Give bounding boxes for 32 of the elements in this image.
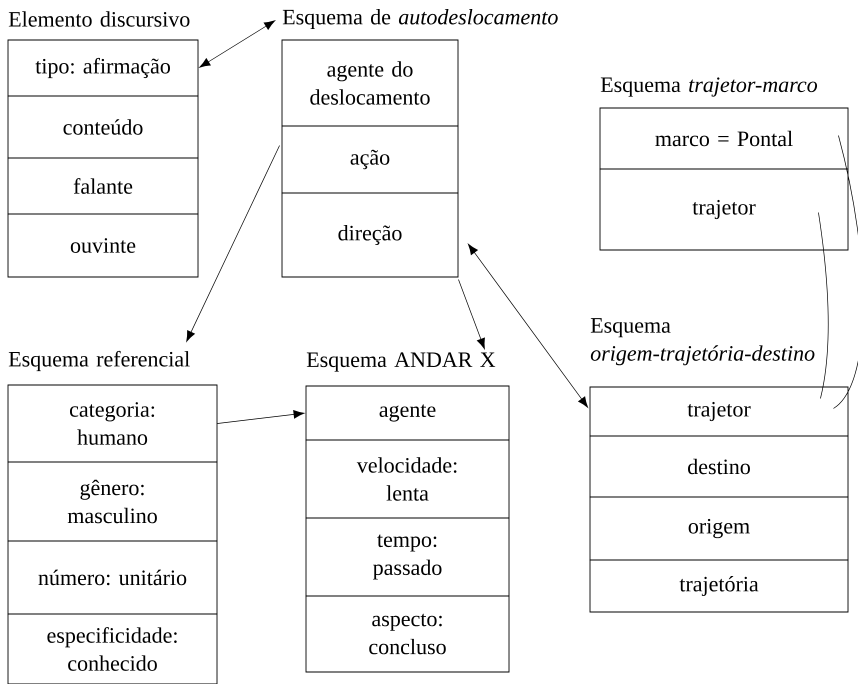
slot-box: gênero: masculino [8, 462, 218, 542]
slot-box: trajetor [600, 168, 848, 250]
arrow [468, 244, 588, 408]
slot-box: trajetor [590, 386, 848, 436]
slot-box: agente [306, 386, 510, 440]
slot-box: número: unitário [8, 540, 218, 614]
slot-box: tipo: afirmação [8, 40, 198, 96]
schema-heading: Esquema trajetor-marco [600, 77, 818, 97]
arrow [186, 145, 280, 342]
slot-box: direção [282, 192, 458, 278]
slot-box: trajetória [590, 560, 848, 612]
slot-box: aspecto: concluso [306, 596, 510, 672]
arrow [199, 20, 276, 68]
slot-box: velocidade: lenta [306, 440, 510, 518]
arrow [458, 279, 485, 350]
slot-box: categoria: humano [8, 384, 218, 462]
slot-box: agente do deslocamento [282, 40, 458, 126]
schema-heading: Esquema referencial [8, 350, 190, 372]
schema-heading: Elemento discursivo [8, 11, 190, 27]
schema-heading: Esquema de autodeslocamento [282, 9, 558, 29]
schema-heading: Esquema ANDAR X [306, 352, 496, 372]
slot-box: especificidade: conhecido [8, 614, 218, 684]
arrow [217, 410, 304, 424]
slot-box: destino [590, 436, 848, 498]
slot-box: ouvinte [8, 214, 198, 278]
slot-box: origem [590, 496, 848, 560]
slot-box: tempo: passado [306, 518, 510, 596]
schema-heading: Esquema origem-trajetória-destino [590, 318, 814, 366]
slot-box: ação [282, 126, 458, 194]
slot-box: falante [8, 158, 198, 214]
slot-box: marco = Pontal [600, 108, 848, 170]
slot-box: conteúdo [8, 96, 198, 158]
